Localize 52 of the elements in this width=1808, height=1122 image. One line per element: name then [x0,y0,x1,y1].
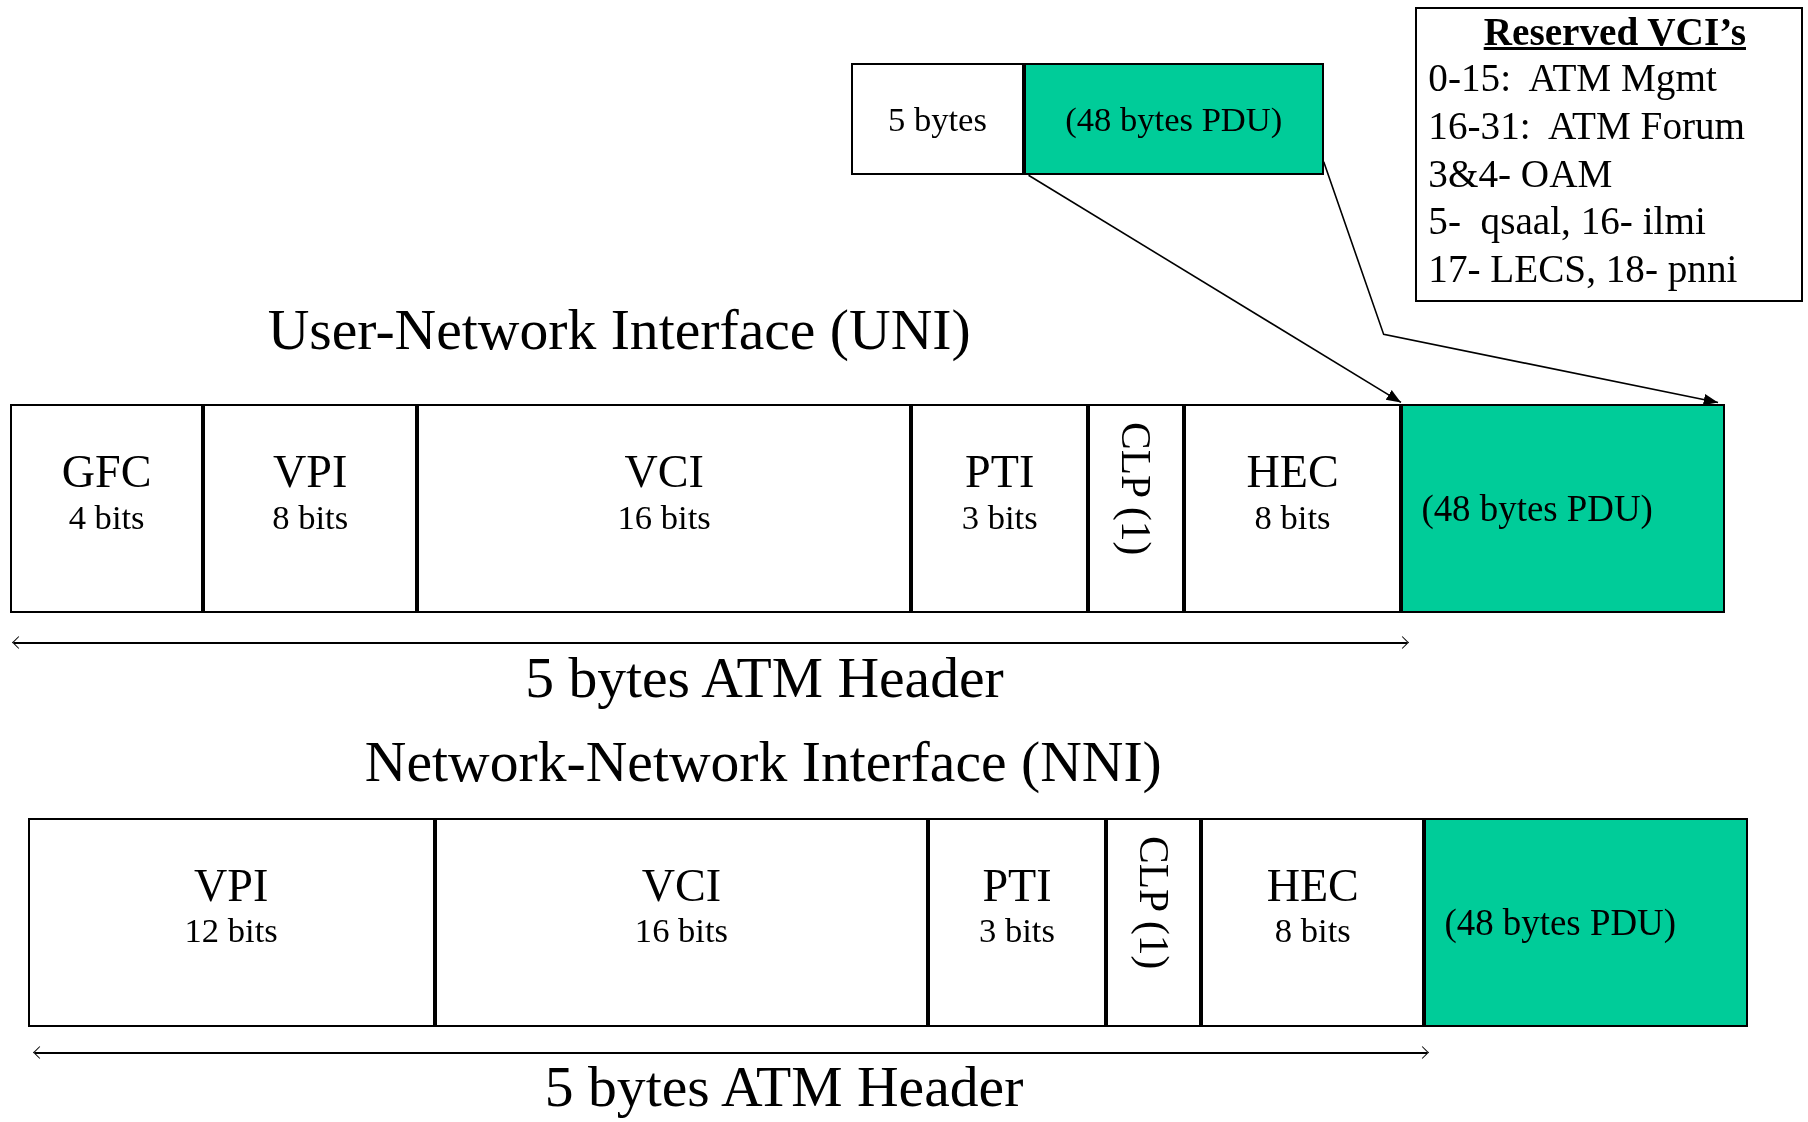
field-name: VCI [624,446,704,498]
payload-text: (48 bytes PDU) [1444,900,1676,944]
payload-field [1023,63,1324,176]
field-name: PTI [965,446,1035,498]
payload-field [1400,403,1725,614]
field-name: VPI [194,860,269,912]
table-row-text: 5- qsaal, 16- ilmi [1428,198,1706,245]
header-field [1201,817,1424,1028]
arrow [1027,174,1402,404]
header-field [27,817,435,1028]
header-field [850,63,1024,176]
table-row-text: 17- LECS, 18- pnni [1428,246,1738,293]
header-field [10,403,203,614]
field-name: PTI [982,860,1052,912]
field-size: 5 bytes [887,99,987,139]
bit-count: 8 bits [272,497,349,536]
field-name: GFC [61,446,152,498]
bit-count: 4 bits [68,497,145,536]
header-field [202,403,418,614]
field-name: VPI [273,446,348,498]
payload-field [1424,817,1748,1028]
header-size-label: 5 bytes ATM Header [525,644,1004,710]
bit-count: 8 bits [1254,497,1331,536]
header-field [1105,817,1202,1028]
payload-text: (48 bytes PDU) [1421,487,1653,530]
header-field [434,817,929,1028]
field-name: HEC [1246,446,1339,498]
section-title: Network-Network Interface (NNI) [364,728,1162,794]
table-row-text: 16-31: ATM Forum [1428,102,1746,149]
header-field [1184,403,1401,614]
reserved-vci-table [1414,6,1804,303]
arrow [1322,161,1719,406]
bit-count: 16 bits [617,497,711,536]
header-field [1088,403,1185,614]
bit-count: 3 bits [979,911,1055,950]
header-size-label: 5 bytes ATM Header [544,1053,1024,1119]
field-name: CLP (1) [1129,835,1178,969]
field-name: VCI [641,860,722,912]
payload-text: (48 bytes PDU) [1065,99,1283,139]
bit-count: 16 bits [634,911,729,950]
field-name: HEC [1266,860,1359,912]
header-field [910,403,1089,614]
section-title: User-Network Interface (UNI) [267,297,971,363]
field-name: CLP (1) [1112,421,1161,556]
table-heading: Reserved VCI’s [1483,8,1746,54]
header-field [928,817,1106,1028]
bit-count: 12 bits [184,911,278,950]
bit-count: 3 bits [961,497,1038,536]
table-row-text: 3&4- OAM [1428,150,1613,197]
header-field [417,403,911,614]
bit-count: 8 bits [1274,911,1351,950]
table-row-text: 0-15: ATM Mgmt [1428,55,1717,102]
